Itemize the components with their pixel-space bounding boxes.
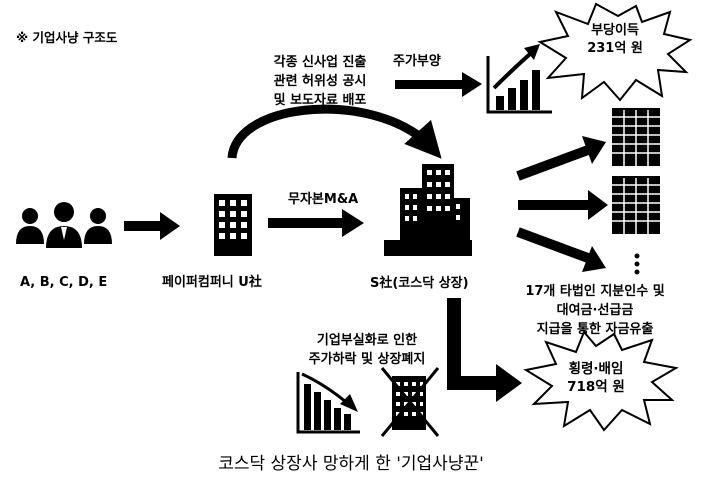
fund-outflow-label: 17개 타법인 지분인수 및 대여금·선급금 지급을 통한 자금유출 (500, 283, 690, 340)
fund-outflow-line: 대여금·선급금 (556, 302, 634, 318)
paper-company-icon (214, 194, 252, 256)
fund-outflow-line: 지급을 통한 자금유출 (536, 321, 654, 337)
profit-burst (537, 2, 693, 102)
curved-arrow (227, 104, 442, 159)
subsidiary-building-1 (612, 108, 660, 166)
embezzlement-line: 횡령·배임 (568, 361, 624, 377)
disclosure-label: 각종 신사업 진출 관련 허위성 공시 및 보도자료 배포 (250, 54, 390, 111)
delisted-building-icon (380, 367, 440, 437)
mna-arrow (268, 209, 364, 237)
delisting-label: 기업부실화로 인한 주가하락 및 상장폐지 (262, 332, 472, 370)
profit-line: 231억 원 (587, 40, 643, 56)
falling-chart-icon (296, 372, 360, 434)
paper-company-label: 페이퍼컴퍼니 U社 (162, 275, 262, 290)
diagram-note: ※ 기업사냥 구조도 (16, 30, 118, 45)
arrow-to-paper (124, 212, 180, 240)
embezzlement-arrow (447, 298, 522, 402)
disclosure-line: 관련 허위성 공시 (273, 73, 367, 89)
caption: 코스닥 상장사 망하게 한 '기업사냥꾼' (218, 454, 484, 474)
subsidiary-arrows (516, 136, 608, 272)
profit-label: 부당이득 231억 원 (570, 22, 660, 57)
stock-boost-label: 주가부양 (393, 54, 441, 69)
subsidiary-building-2 (612, 176, 660, 234)
disclosure-line: 및 보도자료 배포 (273, 92, 367, 108)
fund-outflow-line: 17개 타법인 지분인수 및 (525, 284, 665, 299)
ellipsis-icon (634, 253, 640, 275)
profit-line: 부당이득 (591, 23, 639, 38)
mna-label: 무자본M&A (288, 192, 359, 207)
embezzlement-burst (523, 330, 679, 432)
shareholders-icon (16, 202, 112, 248)
delisting-line: 기업부실화로 인한 (316, 333, 418, 348)
s-company-label: S社(코스닥 상장) (370, 276, 469, 291)
embezzlement-label: 횡령·배임 718억 원 (551, 360, 641, 396)
s-company-icon (384, 164, 472, 256)
disclosure-line: 각종 신사업 진출 (273, 55, 367, 70)
stock-boost-arrow (395, 72, 482, 97)
delisting-line: 주가하락 및 상장폐지 (308, 351, 426, 367)
shareholders-label: A, B, C, D, E (20, 275, 108, 290)
rising-chart-icon (486, 44, 552, 114)
embezzlement-line: 718억 원 (567, 379, 625, 396)
